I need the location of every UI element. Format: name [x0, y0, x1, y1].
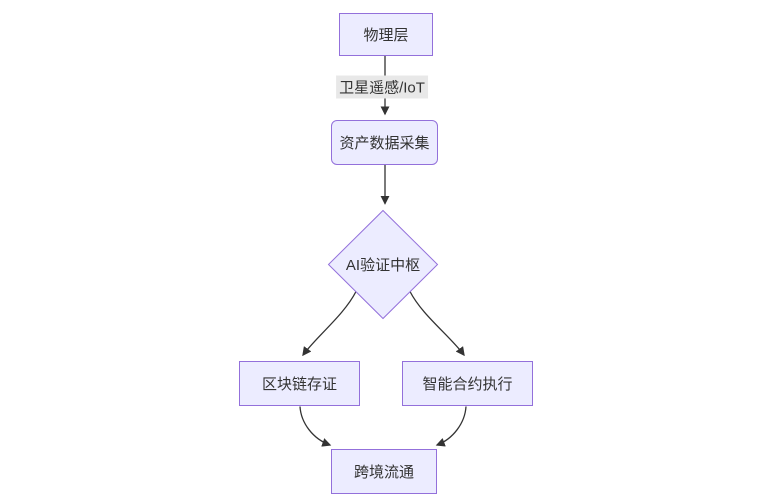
- node-smart-contract-execution: 智能合约执行: [402, 361, 533, 406]
- edge-verification-to-contract: [409, 291, 465, 357]
- node-ai-verification-hub-shape: [327, 209, 439, 320]
- node-ai-verification-hub-label: AI验证中枢: [345, 257, 421, 274]
- node-cross-border-circulation: 跨境流通: [331, 449, 437, 494]
- node-smart-contract-execution-label: 智能合约执行: [422, 376, 513, 393]
- node-blockchain-evidence: 区块链存证: [239, 361, 360, 406]
- node-cross-border-circulation-label: 跨境流通: [353, 464, 414, 481]
- edge-blockchain-to-crossborder: [299, 406, 332, 447]
- node-blockchain-evidence-label: 区块链存证: [261, 376, 337, 393]
- node-asset-data-collection-label: 资产数据采集: [339, 135, 430, 152]
- node-physical-layer-label: 物理层: [363, 27, 409, 44]
- edge-verification-to-blockchain: [302, 291, 357, 357]
- node-physical-layer: 物理层: [339, 13, 433, 56]
- node-asset-data-collection: 资产数据采集: [331, 120, 438, 165]
- edge-contract-to-crossborder: [435, 406, 467, 447]
- edge-label-satellite-iot: 卫星遥感/IoT: [336, 75, 428, 99]
